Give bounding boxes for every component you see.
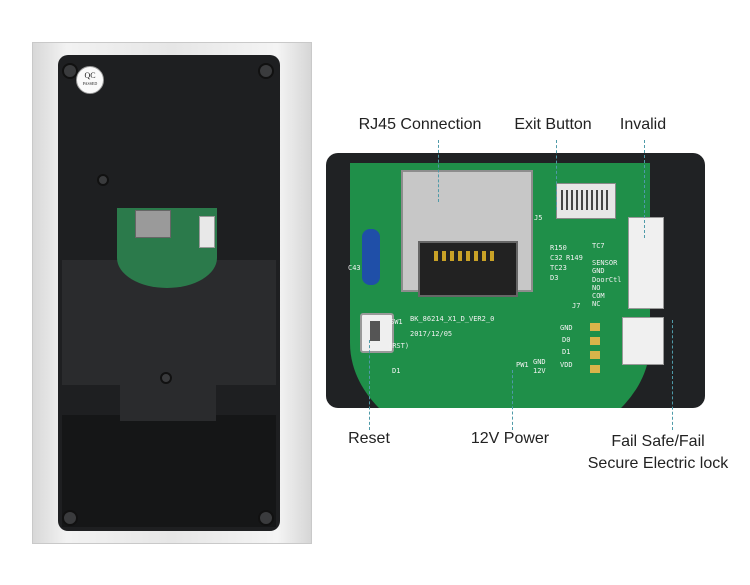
lock-connector bbox=[622, 317, 664, 365]
mount-hole-1 bbox=[97, 174, 109, 186]
silk-vdd: VDD bbox=[560, 361, 573, 369]
silk-d1-ref: D1 bbox=[392, 367, 401, 375]
silk-com: COM bbox=[592, 292, 605, 300]
silk-d0: D0 bbox=[562, 336, 571, 344]
capacitor bbox=[362, 229, 380, 285]
silk-rst: (RST) bbox=[388, 342, 410, 350]
silk-r150: R150 bbox=[550, 244, 567, 252]
label-rj45-connection: RJ45 Connection bbox=[358, 116, 482, 133]
leader-line-power bbox=[512, 370, 513, 430]
exit-button-connector bbox=[556, 183, 616, 219]
silk-tc23: TC23 bbox=[550, 264, 567, 272]
silk-tc7: TC7 bbox=[592, 242, 605, 250]
qc-sticker-title: QC bbox=[84, 71, 96, 80]
silk-no: NO bbox=[592, 284, 601, 292]
qc-sticker: QC PASSED bbox=[76, 66, 104, 94]
rj45-pins bbox=[434, 251, 498, 261]
label-exit-button: Exit Button bbox=[514, 116, 592, 133]
leader-line-rj45 bbox=[438, 140, 439, 202]
silk-nc: NC bbox=[592, 300, 601, 308]
silk-j5: J5 bbox=[534, 214, 543, 222]
device-body bbox=[58, 55, 280, 531]
silk-gnd-pw: GND bbox=[533, 358, 546, 366]
screw-top-right bbox=[258, 63, 274, 79]
mini-connector bbox=[199, 216, 215, 248]
silk-r149: R149 bbox=[566, 254, 583, 262]
leader-line-reset bbox=[369, 340, 370, 430]
silk-gnd: GND bbox=[592, 267, 605, 275]
leader-line-fail-lock bbox=[672, 320, 673, 430]
silk-c32: C32 bbox=[550, 254, 563, 262]
wiegand-connector bbox=[628, 217, 664, 309]
board-detail-panel: J5 R150 C32 R149 TC23 D3 TC7 C43 SENSOR … bbox=[326, 153, 705, 408]
label-fail-safe: Fail Safe/Fail bbox=[611, 433, 705, 450]
rj45-port bbox=[418, 241, 518, 297]
silk-gnd-j7: GND bbox=[560, 324, 573, 332]
mini-rj45-port bbox=[135, 210, 171, 238]
silk-pw1: PW1 bbox=[516, 361, 529, 369]
silk-c43: C43 bbox=[348, 264, 361, 272]
mount-hole-2 bbox=[160, 372, 172, 384]
leader-line-exit-button bbox=[556, 140, 557, 210]
silk-d3: D3 bbox=[550, 274, 559, 282]
silk-j7: J7 bbox=[572, 302, 581, 310]
label-reset: Reset bbox=[348, 430, 390, 447]
label-12v-power: 12V Power bbox=[470, 430, 550, 447]
leader-line-invalid bbox=[644, 140, 645, 238]
silk-12v: 12V bbox=[533, 367, 546, 375]
screw-bottom-left bbox=[62, 510, 78, 526]
silk-sw1: SW1 bbox=[390, 318, 403, 326]
silk-board-id: BK_86214_X1_D_VER2_0 bbox=[410, 315, 495, 323]
screw-bottom-right bbox=[258, 510, 274, 526]
silk-doorctl: DoorCtl bbox=[592, 276, 622, 284]
silk-d1: D1 bbox=[562, 348, 571, 356]
silk-date: 2017/12/05 bbox=[410, 330, 453, 338]
label-invalid: Invalid bbox=[619, 116, 667, 133]
label-secure-lock: Secure Electric lock bbox=[587, 455, 729, 472]
silk-sensor: SENSOR bbox=[592, 259, 618, 267]
screw-top-left bbox=[62, 63, 78, 79]
solder-pads bbox=[590, 323, 600, 373]
body-lower-panel bbox=[62, 415, 276, 527]
reset-switch bbox=[360, 313, 394, 353]
qc-sticker-passed: PASSED bbox=[82, 81, 98, 86]
